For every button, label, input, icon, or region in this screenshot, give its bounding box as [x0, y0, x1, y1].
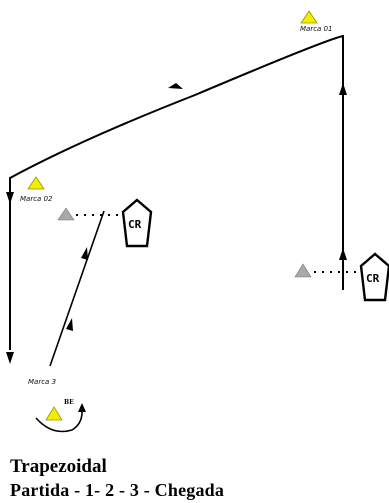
rounding-arrow: [35, 411, 83, 433]
arrow-finish-upper: [81, 247, 88, 260]
mark-2-label: Marca 02: [20, 195, 53, 203]
diagram-subtitle: Partida - 1- 2 - 3 - Chegada: [10, 480, 225, 500]
mark-2-buoy: [27, 176, 45, 190]
committee-boat-start: [359, 252, 389, 302]
mark-3-buoy: [45, 406, 63, 421]
arrow-left-top: [168, 83, 183, 89]
arrow-finish-lower: [66, 318, 73, 331]
diagram-title: Trapezoidal: [10, 456, 107, 477]
mark-3-label: Marca 3: [28, 378, 56, 386]
arrow-down-left-lower: [6, 352, 14, 364]
finish-leg: [49, 210, 105, 367]
committee-boat-finish: [121, 198, 153, 248]
finish-buoy: [57, 207, 75, 221]
mark-1-buoy: [300, 10, 318, 24]
course-path: [9, 34, 344, 350]
committee-boat-finish-label: CR: [128, 218, 142, 231]
mark-1-label: Marca 01: [300, 25, 332, 33]
mark-3-tag: BE: [64, 399, 74, 406]
committee-boat-start-label: CR: [366, 272, 380, 285]
rounding-arrow-head: [78, 403, 86, 412]
arrow-up-start-lower: [339, 248, 347, 260]
course-diagram: Marca 01 Marca 02 CR CR Marca 3 BE: [6, 10, 389, 433]
arrow-down-left-upper: [6, 192, 14, 204]
start-buoy: [294, 263, 312, 278]
arrow-up-start-upper: [339, 83, 347, 95]
